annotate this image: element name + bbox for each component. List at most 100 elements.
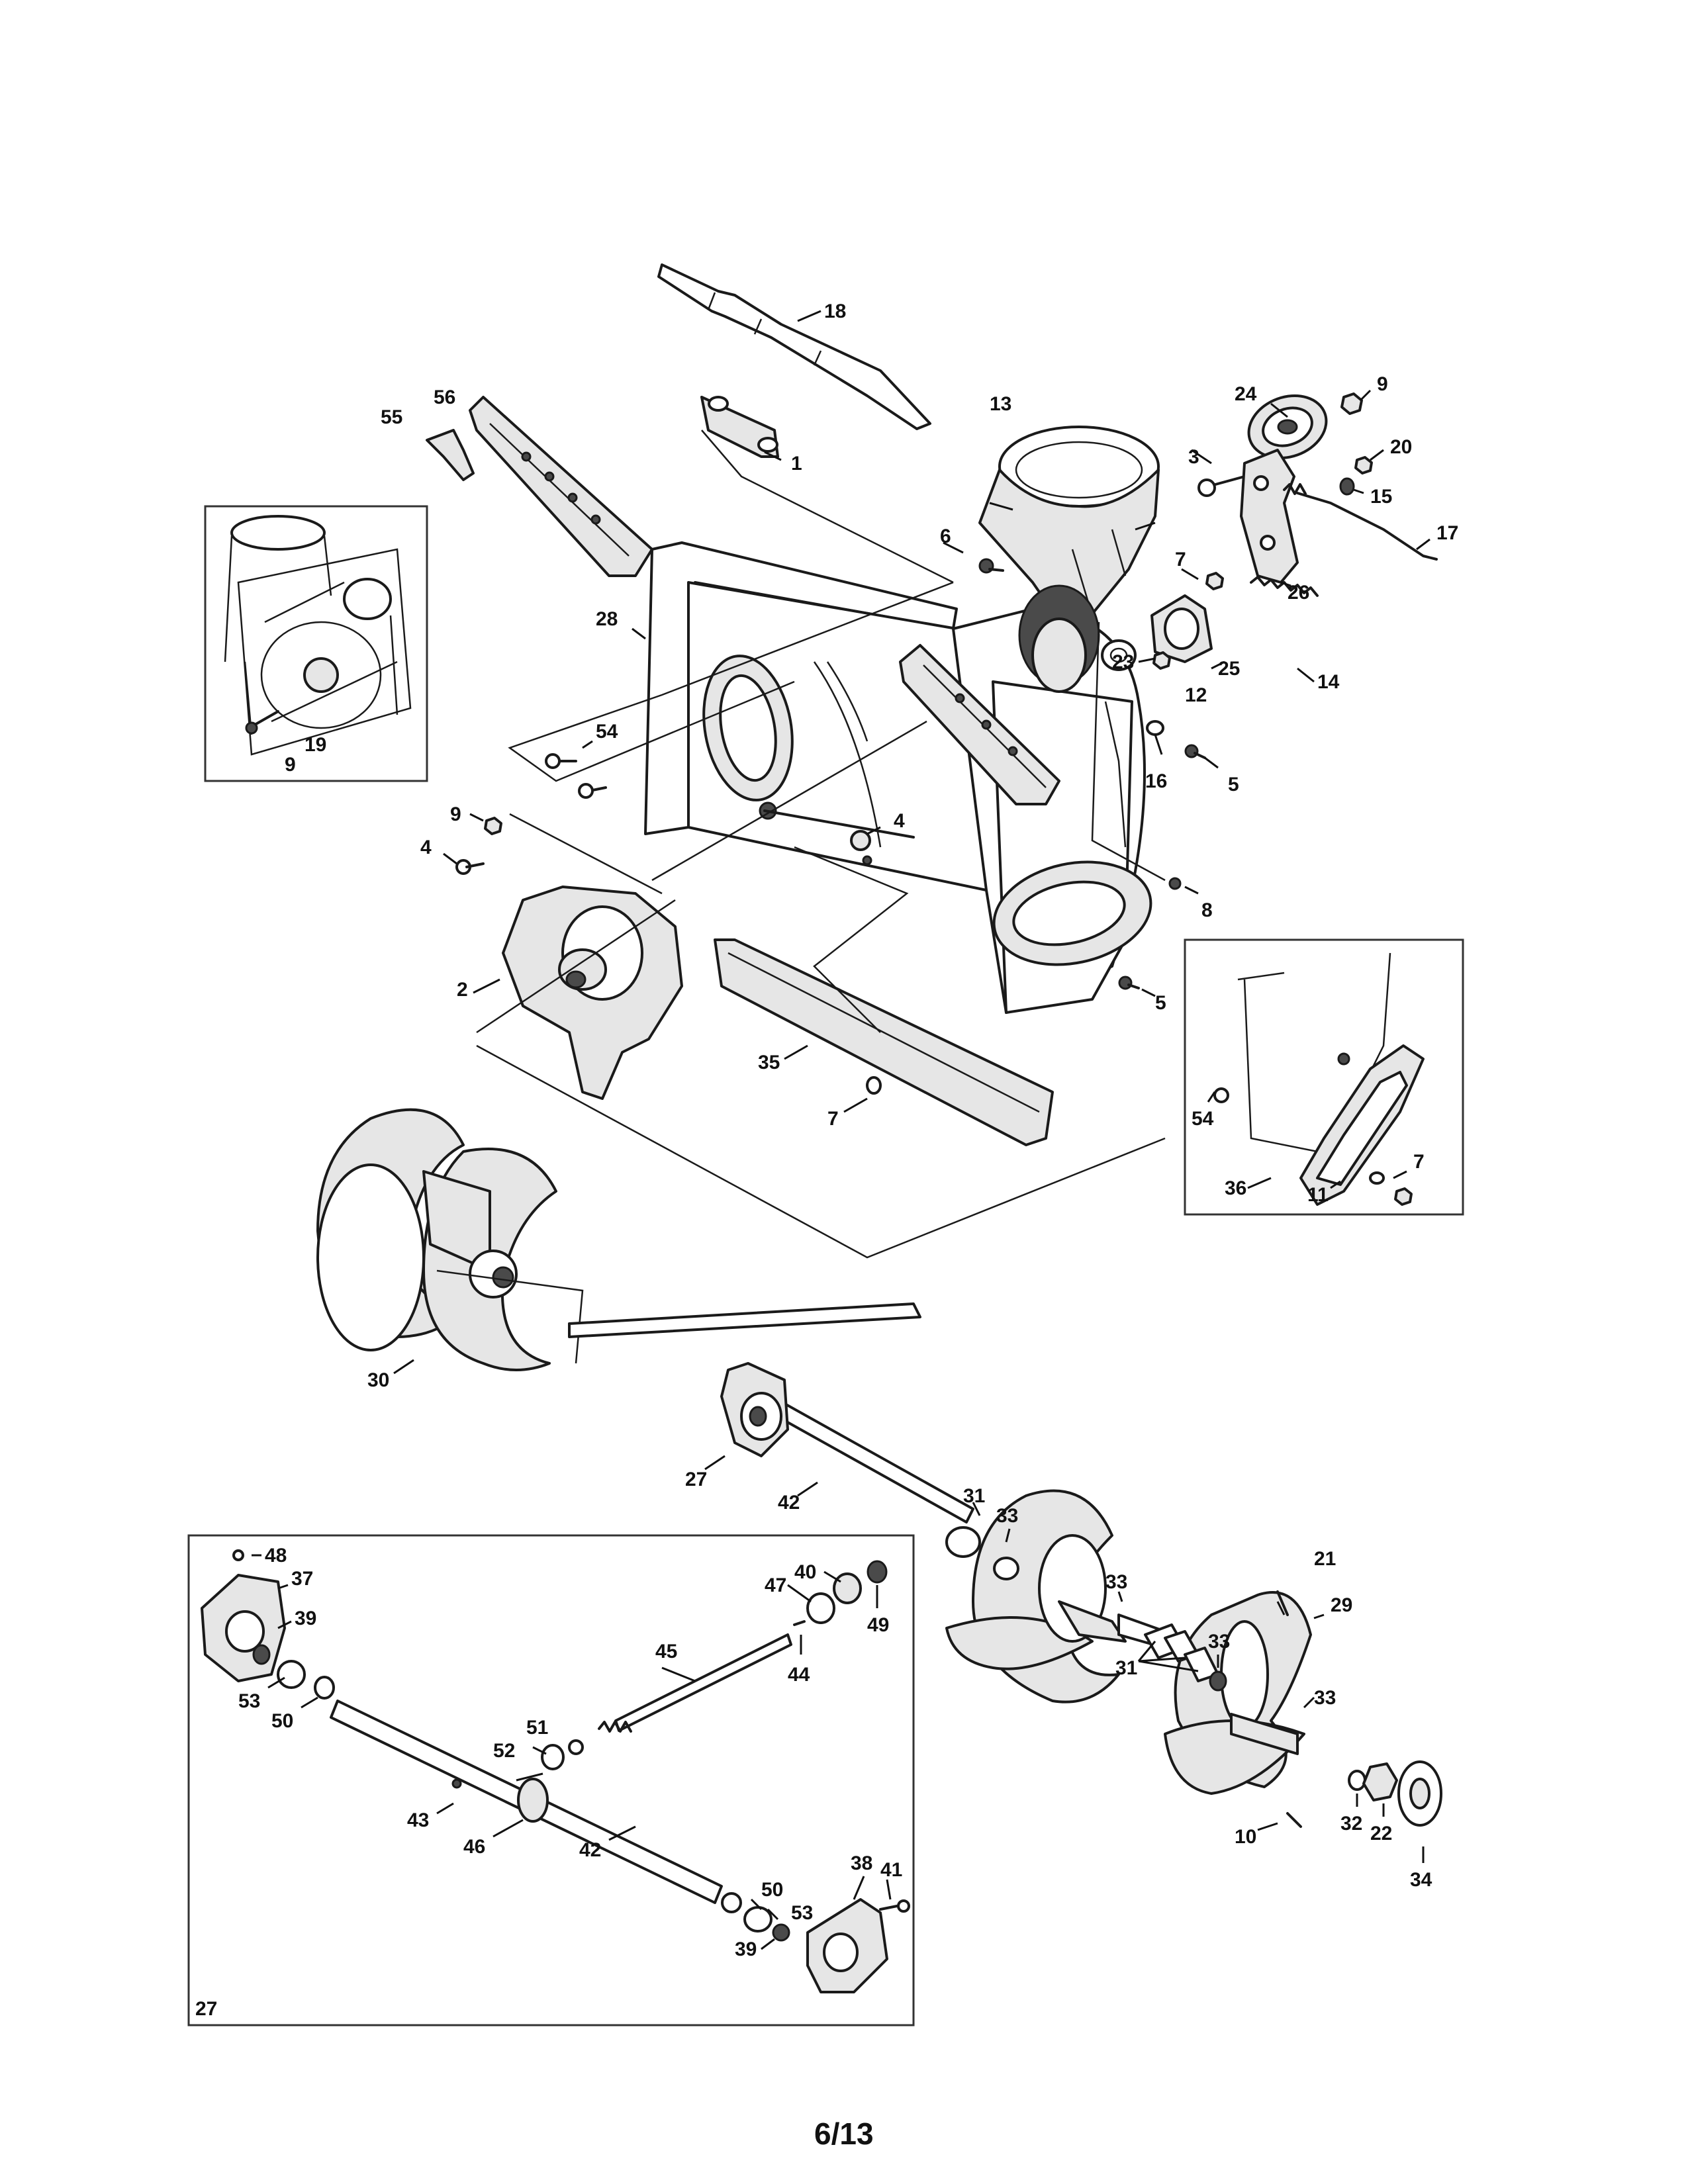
- skid-bracket-right: [899, 644, 1060, 805]
- chute-base: [978, 426, 1160, 627]
- callout-42-upper: 42: [778, 1492, 800, 1514]
- hex-nut-8: [1168, 877, 1182, 890]
- pulley: [1247, 394, 1328, 460]
- callout-36: 36: [1225, 1177, 1246, 1199]
- callout-29: 29: [1331, 1594, 1352, 1616]
- callout-52: 52: [493, 1740, 515, 1762]
- callout-50-left: 50: [271, 1710, 293, 1732]
- callout-41: 41: [880, 1859, 902, 1881]
- callout-45: 45: [655, 1641, 677, 1662]
- bolt-4: [455, 859, 485, 875]
- inset-skid-shoe: [1184, 938, 1464, 1216]
- bearing: [1101, 639, 1137, 671]
- callout-40: 40: [794, 1561, 816, 1583]
- callout-7-inset: 7: [1413, 1151, 1425, 1173]
- callout-49: 49: [867, 1614, 889, 1636]
- drive-shaft: [657, 263, 931, 430]
- idler-bracket: [1240, 449, 1299, 584]
- lower-brace: [714, 938, 1054, 1146]
- bushing-bracket: [700, 396, 779, 458]
- callout-16: 16: [1145, 770, 1167, 792]
- callout-32: 32: [1340, 1813, 1362, 1835]
- bearing-flange: [1150, 594, 1213, 663]
- callout-24: 24: [1235, 383, 1257, 405]
- callout-48: 48: [265, 1545, 287, 1567]
- hex-nut: [1340, 392, 1363, 415]
- callout-9-mid: 9: [450, 803, 461, 825]
- callout-10: 10: [1235, 1826, 1256, 1848]
- inset-27-label: 27: [195, 1998, 217, 2020]
- auger-bearings: [1144, 1590, 1442, 1828]
- callout-35: 35: [758, 1052, 780, 1073]
- callout-18: 18: [824, 300, 846, 322]
- callout-30: 30: [367, 1369, 389, 1391]
- callout-3: 3: [1188, 446, 1199, 468]
- callout-33-mid: 33: [1105, 1571, 1127, 1593]
- callout-14: 14: [1317, 671, 1340, 693]
- callout-12: 12: [1185, 684, 1207, 706]
- carriage-bolts: [545, 753, 607, 799]
- callout-26: 26: [1288, 582, 1309, 604]
- auger-far-right: [1164, 1591, 1312, 1795]
- retaining-ring: [1339, 477, 1355, 496]
- callout-labels: 18 1 56 55 13 6 24 9 3 20 15 17 7 26 28 …: [195, 300, 1458, 2020]
- callout-31-lower: 31: [1115, 1657, 1137, 1679]
- callout-54-inset: 54: [1192, 1108, 1214, 1130]
- control-cable: [1283, 483, 1438, 561]
- auger-shaft: [568, 1302, 974, 1524]
- callout-37: 37: [291, 1568, 313, 1590]
- flange-nut: [1152, 651, 1171, 670]
- callout-23: 23: [1112, 651, 1134, 673]
- callout-46: 46: [463, 1836, 485, 1858]
- pivot-bolt: [1197, 475, 1246, 497]
- hex-nut-small: [1354, 456, 1373, 475]
- bolt: [978, 558, 1004, 574]
- skid-bracket-left: [469, 396, 653, 577]
- callout-7-mid: 7: [827, 1108, 839, 1130]
- callout-13: 13: [990, 393, 1011, 415]
- callout-50-right: 50: [761, 1879, 783, 1901]
- callout-5-upper: 5: [1228, 774, 1239, 796]
- callout-15: 15: [1370, 486, 1392, 508]
- callout-11: 11: [1307, 1184, 1329, 1206]
- callout-5-lower: 5: [1155, 992, 1166, 1014]
- callout-27: 27: [685, 1469, 707, 1490]
- inset-gearbox: [187, 1534, 915, 2026]
- callout-33-right: 33: [1208, 1631, 1230, 1653]
- inset-belt-detail: [204, 505, 428, 782]
- hex-nut-9: [484, 817, 502, 835]
- callout-33-far: 33: [1314, 1687, 1336, 1709]
- callout-8: 8: [1201, 899, 1213, 921]
- callout-51: 51: [526, 1717, 548, 1739]
- callout-47: 47: [765, 1574, 786, 1596]
- callout-53-right: 53: [791, 1902, 813, 1924]
- callout-20: 20: [1390, 436, 1412, 458]
- callout-17: 17: [1436, 522, 1458, 544]
- hex-nut-7-lower: [866, 1076, 882, 1095]
- callout-53-left: 53: [238, 1690, 260, 1712]
- callout-38: 38: [851, 1852, 872, 1874]
- callout-28: 28: [596, 608, 618, 630]
- callout-55: 55: [381, 406, 402, 428]
- callout-4-left: 4: [420, 837, 432, 858]
- callout-44: 44: [788, 1664, 810, 1686]
- callout-33-upper: 33: [996, 1505, 1018, 1527]
- side-bearing-housing: [502, 886, 683, 1100]
- callout-42-inset: 42: [579, 1839, 601, 1861]
- callout-43: 43: [407, 1809, 429, 1831]
- auger-left: [316, 1108, 584, 1371]
- auger-housing: [644, 541, 1152, 1014]
- callout-21: 21: [1314, 1548, 1336, 1570]
- bolt-5-upper: [1184, 744, 1206, 759]
- callout-31-upper: 31: [963, 1485, 985, 1507]
- auger-right: [945, 1489, 1166, 1704]
- bolt-5-lower: [1118, 976, 1140, 990]
- page-number: 6/13: [814, 2116, 874, 2151]
- carriage-bolt: [850, 830, 872, 866]
- callout-19: 19: [305, 734, 326, 756]
- callout-7-upper: 7: [1175, 549, 1186, 570]
- washer-16: [1146, 720, 1164, 736]
- callout-54-upper: 54: [596, 721, 618, 743]
- callout-25: 25: [1218, 658, 1240, 680]
